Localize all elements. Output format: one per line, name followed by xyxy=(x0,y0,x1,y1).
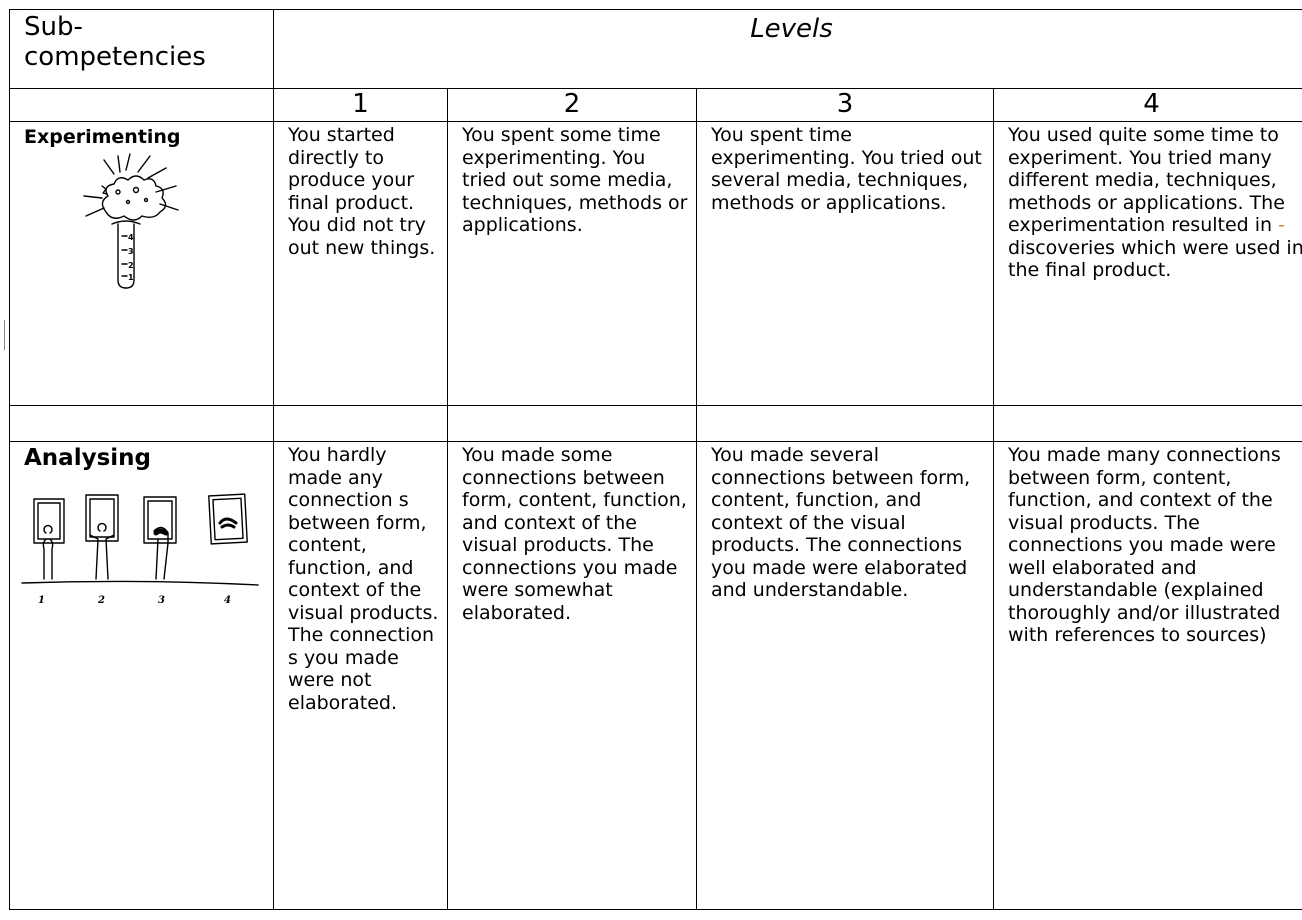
level-number-row: 1 2 3 4 xyxy=(9,88,1302,122)
tube-number-3: 3 xyxy=(128,247,134,256)
analysing-level-2: You made some connections between form, … xyxy=(447,441,697,910)
experimenting-level-4: You used quite some time to experiment. … xyxy=(992,121,1302,406)
experimenting-label: Experimenting xyxy=(24,126,181,148)
gallery-number-4: 4 xyxy=(224,595,231,606)
gallery-number-1: 1 xyxy=(38,595,45,606)
spacer-row xyxy=(9,405,1302,442)
level-3-header: 3 xyxy=(696,88,994,122)
experimenting-level-4-text-b: discoveries which were used in the final… xyxy=(1008,236,1302,282)
experimenting-level-4-mark: - xyxy=(1278,214,1285,236)
tube-number-2: 2 xyxy=(128,261,134,270)
page-edge-mark xyxy=(4,320,5,350)
row-analysing: Analysing 1 2 3 xyxy=(9,441,1302,910)
analysing-cell: Analysing 1 2 3 xyxy=(9,441,274,910)
levels-header: Levels xyxy=(272,9,1302,89)
spacer-cell-0 xyxy=(9,405,274,442)
analysing-level-3: You made several connections between for… xyxy=(696,441,994,910)
rubric-table: Sub- competencies Levels 1 2 3 4 Experim… xyxy=(9,9,1302,910)
level-4-header: 4 xyxy=(992,88,1302,122)
levels-header-text: Levels xyxy=(750,14,833,44)
gallery-number-2: 2 xyxy=(97,595,105,606)
gallery-figures-icon: 1 2 3 4 xyxy=(21,493,259,606)
gallery-number-3: 3 xyxy=(158,595,165,606)
spacer-cell-1 xyxy=(273,405,448,442)
tube-number-4: 4 xyxy=(128,233,134,242)
experimenting-level-3: You spent time experimenting. You tried … xyxy=(696,121,994,406)
experimenting-level-2: You spent some time experimenting. You t… xyxy=(447,121,697,406)
test-tube-explosion-icon: 4 3 2 1 xyxy=(83,153,179,289)
row-experimenting: Experimenting 4 3 2 1 Yo xyxy=(9,121,1302,406)
tube-number-1: 1 xyxy=(128,273,134,282)
header-row: Sub- competencies Levels xyxy=(9,9,1302,89)
level-number-blank xyxy=(9,88,274,122)
subcompetencies-header: Sub- competencies xyxy=(9,9,274,89)
level-1-header: 1 xyxy=(273,88,448,122)
analysing-label: Analysing xyxy=(24,445,151,471)
subcompetencies-header-text: Sub- competencies xyxy=(24,12,206,72)
experimenting-cell: Experimenting 4 3 2 1 xyxy=(9,121,274,406)
level-2-header: 2 xyxy=(447,88,697,122)
spacer-cell-3 xyxy=(696,405,994,442)
experimenting-level-1: You started directly to produce your fin… xyxy=(273,121,448,406)
spacer-cell-2 xyxy=(447,405,697,442)
experimenting-level-4-text-a: You used quite some time to experiment. … xyxy=(1008,124,1285,236)
analysing-level-4: You made many connections between form, … xyxy=(992,441,1302,910)
analysing-level-1: You hardly made any connection s between… xyxy=(273,441,448,910)
spacer-cell-4 xyxy=(992,405,1302,442)
